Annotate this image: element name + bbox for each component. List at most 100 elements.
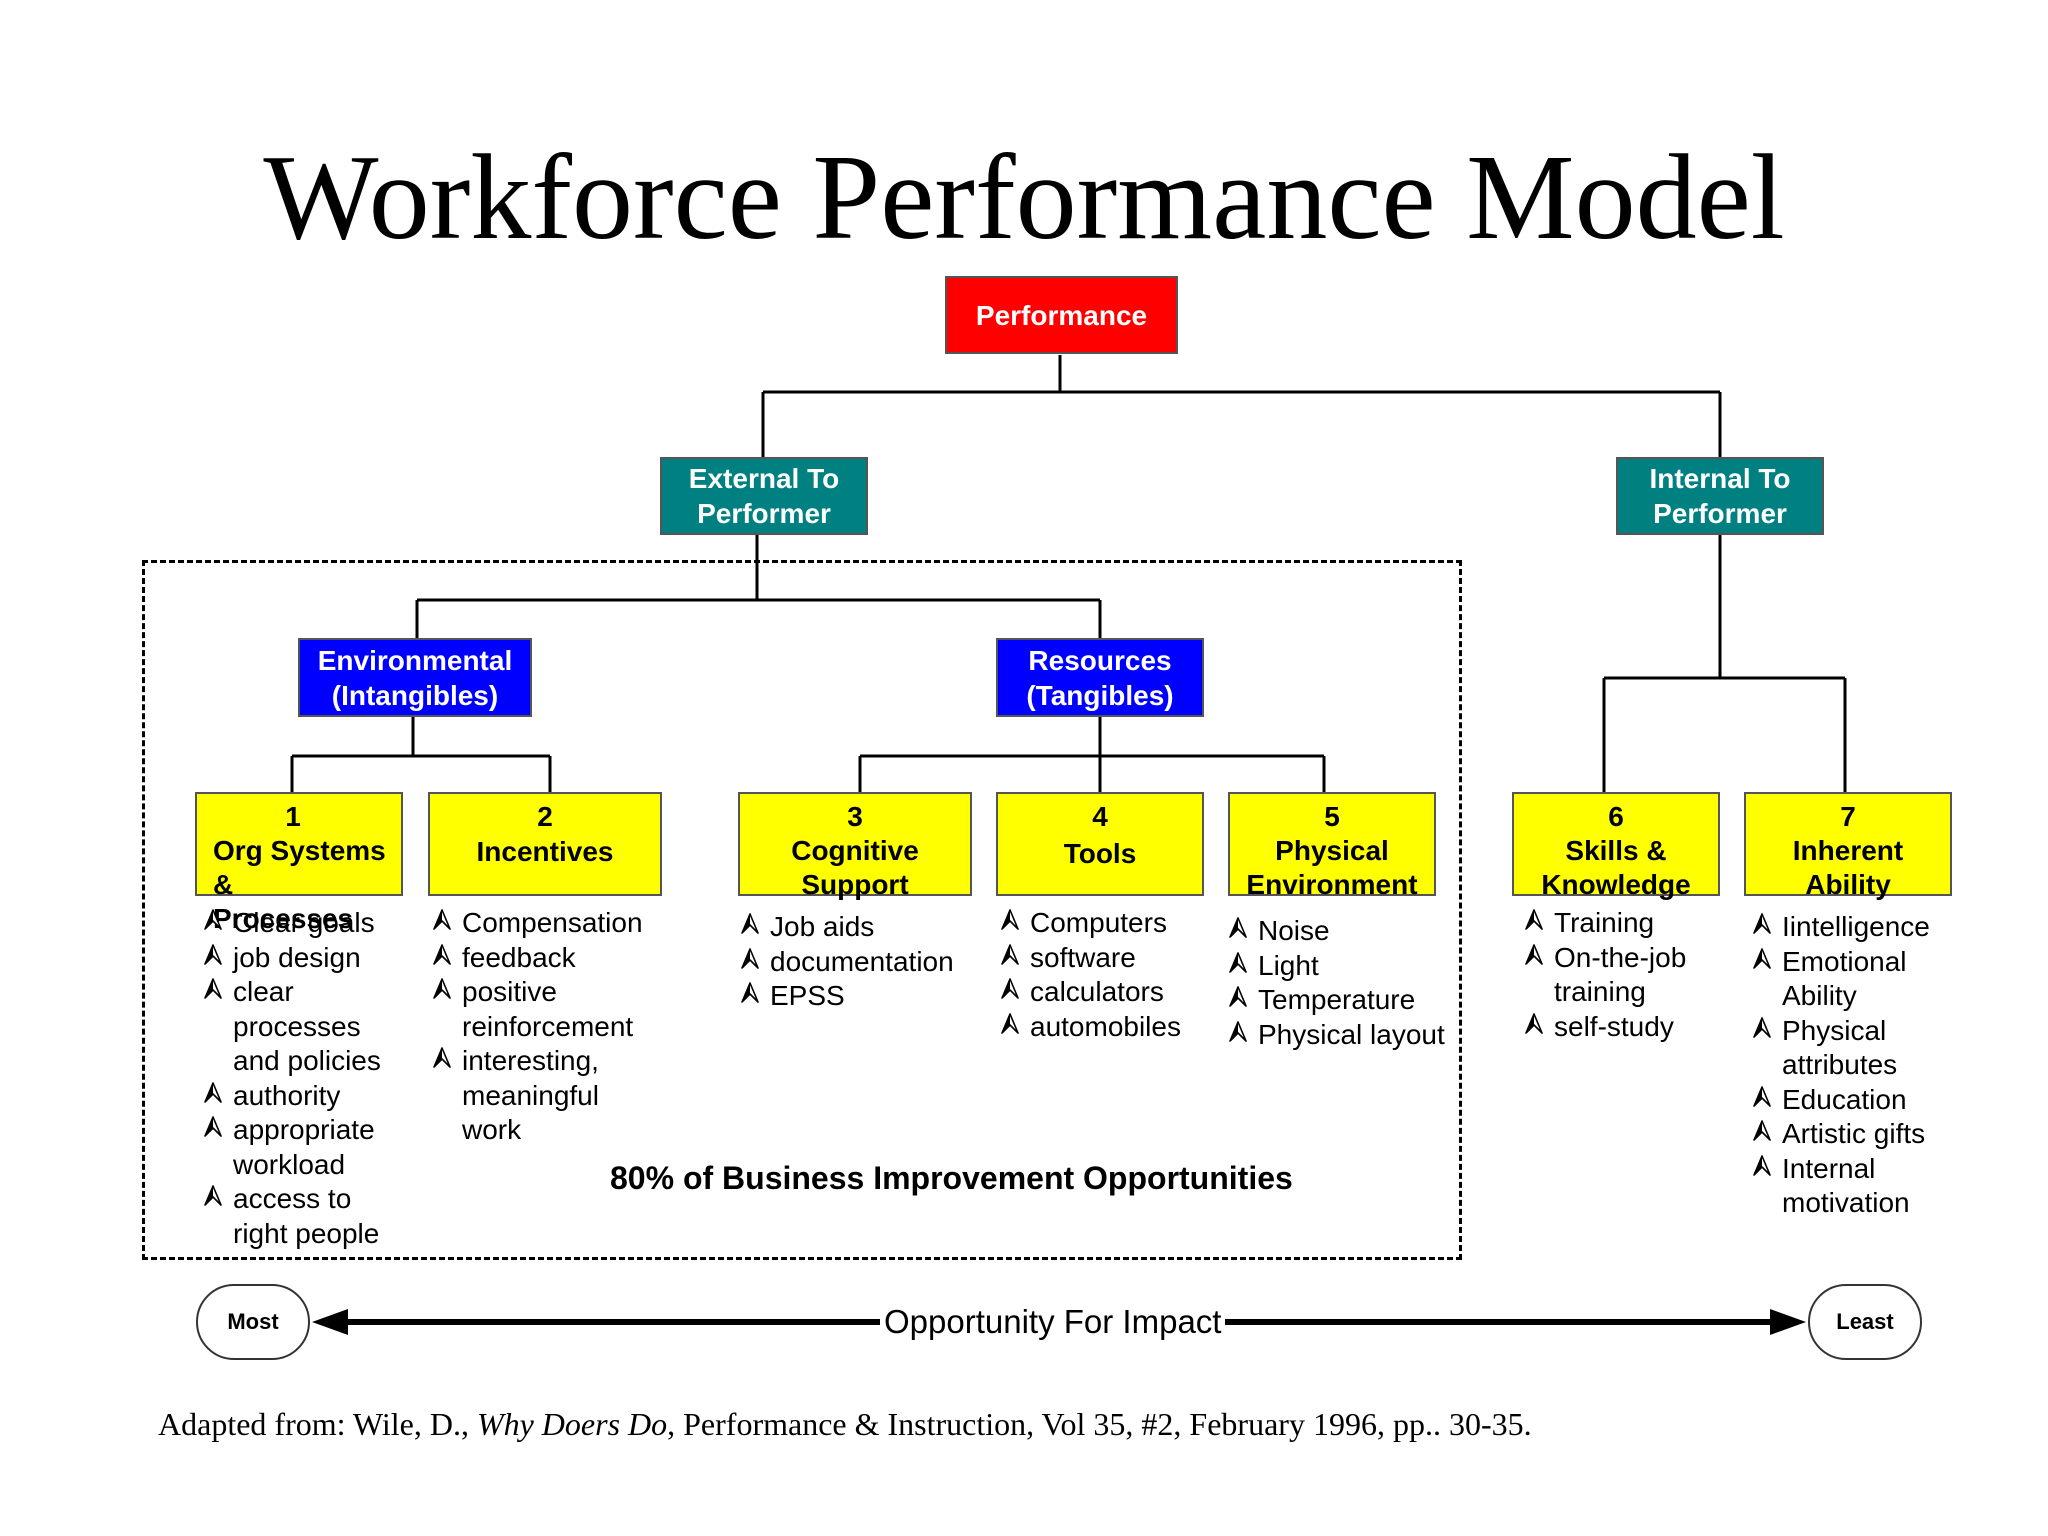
list-item: Temperature xyxy=(1228,983,1448,1018)
list-item: On-the-job training xyxy=(1524,941,1724,1010)
scale-least-label: Least xyxy=(1836,1309,1894,1334)
environmental-label-line1: Environmental xyxy=(317,644,513,676)
factor-name-line: Ability xyxy=(1805,869,1891,900)
performance-node: Performance xyxy=(945,276,1178,354)
arrowhead-bullet-icon xyxy=(204,1185,222,1206)
list-item: Internal motivation xyxy=(1752,1152,1952,1221)
list-item: interesting, meaningful work xyxy=(432,1044,652,1148)
factor-box-1: 1 Org Systems & Processes xyxy=(195,792,403,934)
factor-number: 3 xyxy=(847,801,863,832)
resources-label-line1: Resources xyxy=(1028,644,1172,676)
internal-to-performer-node: Internal To Performer xyxy=(1616,457,1824,535)
arrowhead-bullet-icon xyxy=(433,943,451,965)
factor-number: 6 xyxy=(1608,801,1624,832)
list-item: Light xyxy=(1228,949,1448,984)
internal-label-line2: Performer xyxy=(1653,498,1787,529)
arrowhead-bullet-icon xyxy=(1753,1085,1771,1107)
list-item-text: access to right people xyxy=(233,1183,380,1249)
factor-name-line: Knowledge xyxy=(1541,869,1691,900)
list-item-text: clear processes and policies xyxy=(233,976,381,1076)
factor-box-7: 7 Inherent Ability xyxy=(1744,792,1952,900)
arrowhead-bullet-icon xyxy=(1525,943,1543,965)
arrowhead-bullet-icon xyxy=(204,978,222,999)
factor-box-3: 3 Cognitive Support xyxy=(738,792,972,900)
citation-work: Why Doers Do xyxy=(476,1406,668,1442)
arrowhead-bullet-icon xyxy=(741,913,759,934)
factor-name-line: & xyxy=(213,869,234,900)
factor-box-5: 5 Physical Environment xyxy=(1228,792,1436,900)
list-item-text: Training xyxy=(1554,907,1655,938)
opportunity-note: 80% of Business Improvement Opportunitie… xyxy=(610,1160,1293,1196)
arrowhead-bullet-icon xyxy=(433,1047,451,1068)
list-item: Education xyxy=(1752,1083,1952,1118)
list-item: clear processes and policies xyxy=(203,975,403,1079)
scale-most: Most xyxy=(196,1284,310,1360)
list-item-text: Physical layout xyxy=(1258,1018,1445,1050)
performance-label: Performance xyxy=(975,299,1148,331)
page-title: Workforce Performance Model xyxy=(263,130,1785,265)
factor-name-line: Processes xyxy=(213,903,354,934)
list-item-text: feedback xyxy=(462,941,576,973)
list-item: Iintelligence xyxy=(1752,910,1952,945)
list-item: Training xyxy=(1524,906,1724,941)
list-item: feedback xyxy=(432,941,652,976)
factor-name-line: Environment xyxy=(1246,869,1418,900)
list-item: software xyxy=(1000,941,1210,976)
factor-number: 4 xyxy=(1092,801,1108,832)
list-item: authority xyxy=(203,1079,403,1114)
list-item: Emotional Ability xyxy=(1752,945,1952,1014)
list-item-text: Temperature xyxy=(1258,984,1416,1015)
list-item: Noise xyxy=(1228,914,1448,949)
list-item: job design xyxy=(203,941,403,976)
list-item-text: self-study xyxy=(1554,1010,1674,1042)
list-item-text: On-the-job training xyxy=(1554,941,1687,1008)
list-item-text: Computers xyxy=(1030,907,1167,938)
external-opportunity-region xyxy=(142,560,1462,1260)
arrowhead-bullet-icon xyxy=(1001,1012,1019,1034)
arrowhead-bullet-icon xyxy=(1229,951,1247,973)
environmental-node: Environmental (Intangibles) xyxy=(298,638,532,717)
factor-name-line: Inherent xyxy=(1792,835,1904,866)
list-item: positive reinforcement xyxy=(432,975,652,1044)
arrowhead-bullet-icon xyxy=(1001,909,1019,930)
factor-number: 5 xyxy=(1324,801,1340,832)
list-item: Physical attributes xyxy=(1752,1014,1952,1083)
external-label-line1: External To xyxy=(688,463,840,494)
scale-least: Least xyxy=(1808,1284,1922,1360)
list-item: Compensation xyxy=(432,906,652,941)
environmental-label-line2: (Intangibles) xyxy=(331,679,499,711)
list-item: Artistic gifts xyxy=(1752,1117,1952,1152)
internal-label-line1: Internal To xyxy=(1649,463,1791,494)
arrowhead-bullet-icon xyxy=(1229,986,1247,1007)
arrowhead-bullet-icon xyxy=(1229,917,1247,938)
resources-node: Resources (Tangibles) xyxy=(996,638,1204,717)
arrowhead-bullet-icon xyxy=(204,909,222,930)
list-item-text: positive reinforcement xyxy=(462,976,634,1042)
arrowhead-bullet-icon xyxy=(741,947,759,969)
list-item: Computers xyxy=(1000,906,1210,941)
factor-box-2: 2 Incentives xyxy=(428,792,662,896)
factor-number: 2 xyxy=(537,801,553,832)
citation-suffix: , Performance & Instruction, Vol 35, #2,… xyxy=(667,1406,1532,1442)
arrowhead-bullet-icon xyxy=(204,1081,222,1103)
list-item-text: software xyxy=(1030,941,1136,973)
factor-name-line: Org Systems xyxy=(213,835,386,866)
list-item-text: interesting, meaningful work xyxy=(462,1045,599,1145)
list-item: calculators xyxy=(1000,975,1210,1010)
arrowhead-bullet-icon xyxy=(1753,913,1771,934)
arrowhead-bullet-icon xyxy=(204,1116,222,1137)
arrowhead-bullet-icon xyxy=(204,943,222,965)
list-item-text: Emotional Ability xyxy=(1782,945,1907,1012)
factor-name-line: Tools xyxy=(1063,838,1137,869)
list-item-text: Light xyxy=(1258,949,1319,981)
list-item: Clear goals xyxy=(203,906,403,941)
arrowhead-bullet-icon xyxy=(1229,1020,1247,1042)
arrowhead-bullet-icon xyxy=(1525,909,1543,930)
list-item: automobiles xyxy=(1000,1010,1210,1045)
list-item-text: Clear goals xyxy=(233,907,375,938)
arrowhead-bullet-icon xyxy=(1753,1154,1771,1176)
list-item-text: Noise xyxy=(1258,915,1330,946)
